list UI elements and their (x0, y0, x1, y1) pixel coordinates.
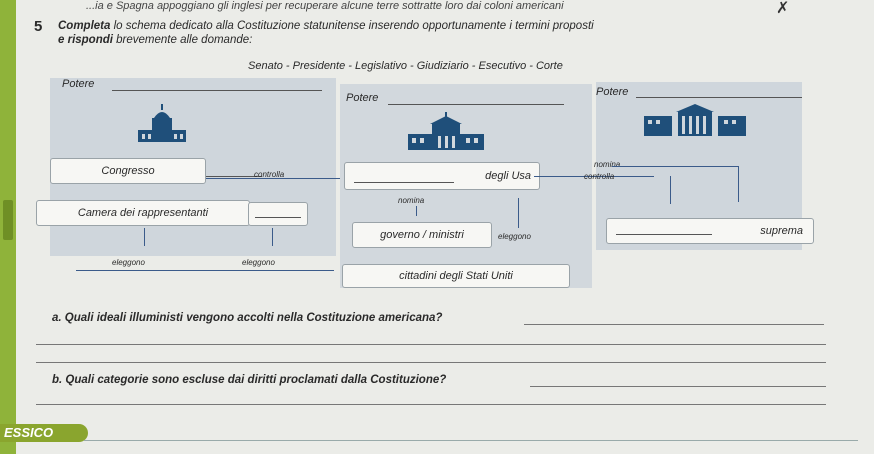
textbook-page: ...ia e Spagna appoggiano gli inglesi pe… (16, 0, 874, 454)
corte-suprema-box[interactable]: suprema (606, 218, 814, 244)
eleggono-arrow-up (518, 198, 519, 228)
question-a: a. Quali ideali illuministi vengono acco… (52, 312, 443, 324)
center-nomina-label: nomina (398, 196, 425, 205)
governo-box: governo / ministri (352, 222, 492, 248)
corte-blank[interactable] (616, 234, 712, 235)
instruction-bold: Completa (58, 20, 111, 32)
eleggono-left-2: eleggono (242, 258, 275, 267)
controlla-arrow (206, 178, 342, 179)
answer-a-line-1[interactable] (524, 324, 824, 325)
eleggono-left-1: eleggono (112, 258, 145, 267)
camera-label: Camera dei rappresentanti (77, 207, 209, 219)
nomina-down-right (738, 166, 739, 202)
section-label: ESSICO (0, 424, 88, 442)
right-nomina-label: nomina (594, 160, 621, 169)
left-potere-label: Potere (62, 78, 95, 90)
center-eleggono-label: eleggono (498, 232, 531, 241)
right-controlla-label: controlla (584, 172, 615, 181)
presidente-box[interactable]: degli Usa (344, 162, 540, 190)
nomina-line-right (612, 166, 738, 167)
senato-blank-box[interactable] (248, 202, 308, 226)
section-rule (84, 440, 858, 441)
term-options: Senato - Presidente - Legislativo - Giud… (248, 60, 563, 72)
suprema-label: suprema (760, 225, 803, 237)
white-house-icon (408, 112, 484, 150)
right-potere-blank[interactable] (636, 97, 802, 98)
citizens-line-left (76, 270, 334, 271)
answer-a-line-2[interactable] (36, 344, 826, 345)
answer-b-line-2[interactable] (36, 404, 826, 405)
answer-b-line-1[interactable] (530, 386, 826, 387)
instruction-text: lo schema dedicato alla Costituzione sta… (113, 20, 594, 32)
exercise-number: 5 (34, 18, 43, 35)
arrow-up-camera (144, 228, 145, 246)
nomina-arrow-down (416, 206, 417, 216)
arrow-up-senato (272, 228, 273, 246)
governo-label: governo / ministri (380, 229, 464, 241)
cittadini-label: cittadini degli Stati Uniti (399, 270, 513, 282)
controlla-line-right (534, 176, 654, 177)
center-potere-label: Potere (346, 92, 379, 104)
previous-text-line: ...ia e Spagna appoggiano gli inglesi pe… (86, 0, 564, 12)
capitol-building-icon (138, 104, 186, 142)
margin-stripe (3, 200, 13, 240)
instruction-bold-2: e rispondi (58, 34, 113, 46)
senato-blank[interactable] (255, 217, 301, 218)
right-potere-label: Potere (596, 86, 629, 98)
camera-box: Camera dei rappresentanti (36, 200, 250, 226)
degli-usa-label: degli Usa (485, 170, 531, 182)
left-potere-blank[interactable] (112, 90, 322, 91)
supreme-court-icon (644, 104, 746, 136)
instruction-text-2: brevemente alle domande: (116, 34, 253, 46)
congresso-box: Congresso (50, 158, 206, 184)
question-b: b. Quali categorie sono escluse dai diri… (52, 374, 447, 386)
answer-a-line-3[interactable] (36, 362, 826, 363)
cittadini-box: cittadini degli Stati Uniti (342, 264, 570, 288)
presidente-blank[interactable] (354, 182, 454, 183)
congresso-blank[interactable] (206, 176, 262, 177)
controlla-down-right (670, 176, 671, 204)
congresso-label: Congresso (101, 165, 155, 177)
exercise-instruction: Completa lo schema dedicato alla Costitu… (58, 19, 818, 47)
center-potere-blank[interactable] (388, 104, 564, 105)
handwritten-mark: ✗ (776, 0, 790, 17)
green-margin-strip (0, 0, 16, 454)
left-controlla-label: controlla (254, 170, 285, 179)
